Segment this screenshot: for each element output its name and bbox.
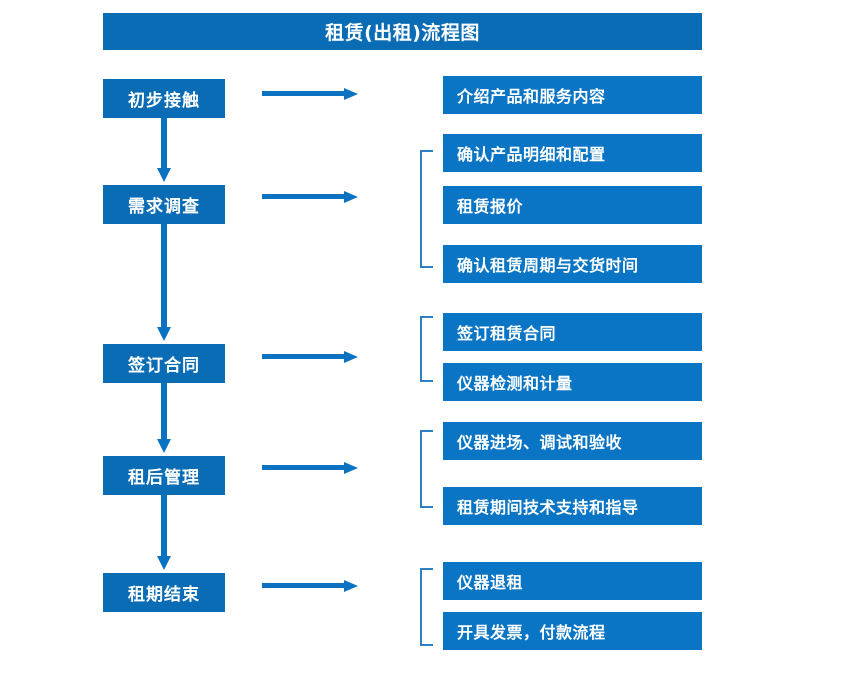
detail-box-9[interactable]: 仪器退租 xyxy=(443,562,702,600)
group-bracket-3 xyxy=(417,430,435,508)
group-bracket-1 xyxy=(417,150,435,268)
flow-arrow-down-3 xyxy=(150,383,178,456)
detail-box-5[interactable]: 签订租赁合同 xyxy=(443,313,702,351)
detail-box-3[interactable]: 租赁报价 xyxy=(443,186,702,224)
detail-arrow-right-3 xyxy=(262,348,362,366)
group-bracket-2 xyxy=(417,316,435,382)
detail-box-4[interactable]: 确认租赁周期与交货时间 xyxy=(443,245,702,283)
group-bracket-4 xyxy=(417,568,435,646)
detail-box-8[interactable]: 租赁期间技术支持和指导 xyxy=(443,487,702,525)
detail-arrow-right-2 xyxy=(262,188,362,206)
stage-box-4[interactable]: 租后管理 xyxy=(103,456,225,495)
stage-box-1[interactable]: 初步接触 xyxy=(103,79,225,118)
detail-box-2[interactable]: 确认产品明细和配置 xyxy=(443,134,702,172)
detail-box-10[interactable]: 开具发票，付款流程 xyxy=(443,612,702,650)
flow-arrow-down-1 xyxy=(150,118,178,185)
detail-box-6[interactable]: 仪器检测和计量 xyxy=(443,363,702,401)
stage-box-2[interactable]: 需求调查 xyxy=(103,185,225,224)
diagram-title: 租赁(出租)流程图 xyxy=(103,13,702,50)
detail-box-7[interactable]: 仪器进场、调试和验收 xyxy=(443,422,702,460)
detail-arrow-right-4 xyxy=(262,459,362,477)
flow-arrow-down-2 xyxy=(150,224,178,344)
detail-arrow-right-1 xyxy=(262,85,362,103)
flow-arrow-down-4 xyxy=(150,494,178,573)
stage-box-3[interactable]: 签订合同 xyxy=(103,344,225,383)
stage-box-5[interactable]: 租期结束 xyxy=(103,573,225,612)
detail-box-1[interactable]: 介绍产品和服务内容 xyxy=(443,76,702,114)
detail-arrow-right-5 xyxy=(262,577,362,595)
